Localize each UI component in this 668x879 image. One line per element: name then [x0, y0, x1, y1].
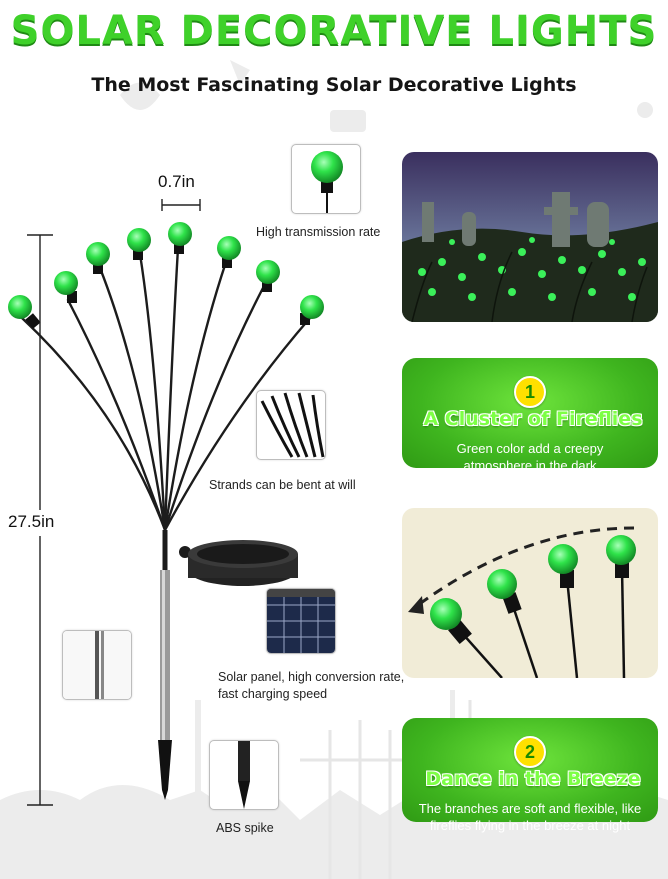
- ground-spike-icon: [238, 741, 250, 809]
- swaying-bulbs-icon: [408, 526, 636, 678]
- breeze-photo: [402, 508, 658, 678]
- graveyard-scene-icon: [402, 152, 658, 322]
- card-header: 1 A Cluster of Fireflies: [402, 376, 658, 430]
- width-dimension-label: 0.7in: [158, 172, 195, 191]
- bulb: [127, 228, 151, 260]
- card-number-badge: 2: [514, 736, 546, 768]
- height-dimension-label: 27.5in: [8, 512, 55, 531]
- feature-caption-solar: Solar panel, high conversion rate, fast …: [218, 670, 405, 701]
- feature-caption-strands: Strands can be bent at will: [209, 478, 356, 492]
- bulb-closeup-icon: [311, 151, 343, 213]
- bulb: [54, 271, 78, 303]
- card-header: 2 Dance in the Breeze: [402, 736, 658, 790]
- card-body: Green color add a creepy atmosphere in t…: [456, 441, 604, 473]
- page-subtitle: The Most Fascinating Solar Decorative Li…: [91, 74, 577, 96]
- feature-card-breeze: 2 Dance in the Breeze The branches are s…: [402, 718, 658, 833]
- card-title: Dance in the Breeze: [425, 768, 641, 790]
- feature-caption-transmission: High transmission rate: [256, 225, 381, 239]
- bulb: [217, 236, 241, 268]
- product-illustration: [5, 222, 324, 806]
- page-title: SOLAR DECORATIVE LIGHTS: [10, 8, 658, 54]
- bulb: [8, 295, 41, 329]
- bent-strands-icon: [260, 392, 325, 458]
- bulb: [86, 242, 110, 274]
- feature-bulb-thumb: [291, 144, 361, 214]
- width-dimension-marker: [161, 199, 201, 211]
- card-body: The branches are soft and flexible, like…: [418, 801, 642, 833]
- feature-strands-thumb: [256, 390, 326, 460]
- card-number-badge: 1: [514, 376, 546, 408]
- graveyard-photo: [402, 152, 658, 322]
- bulb: [300, 295, 324, 325]
- solar-panel-icon: [267, 589, 335, 653]
- feature-card-fireflies: 1 A Cluster of Fireflies Green color add…: [402, 358, 658, 473]
- bulb: [168, 222, 192, 254]
- solar-cap: [188, 540, 298, 586]
- strand-closeup-thumb: [62, 630, 132, 700]
- card-title: A Cluster of Fireflies: [423, 408, 643, 430]
- feature-spike-thumb: [209, 740, 279, 810]
- strand-closeup-icon: [63, 631, 131, 699]
- feature-caption-spike: ABS spike: [216, 821, 274, 835]
- feature-solar-thumb: [266, 588, 336, 654]
- bulb: [256, 260, 280, 292]
